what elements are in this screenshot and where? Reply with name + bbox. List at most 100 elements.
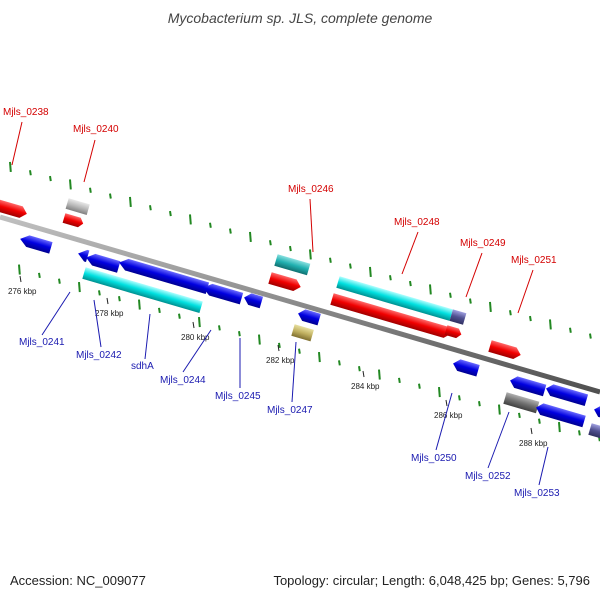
gene-feature-mjls-0240b[interactable] <box>62 213 85 228</box>
gene-label-mjls-0251[interactable]: Mjls_0251 <box>511 255 557 266</box>
scale-tick <box>277 344 280 352</box>
gene-feature-mjls-0248[interactable] <box>336 276 467 325</box>
scale-tick-label: 276 kbp <box>8 287 37 296</box>
scale-tick-label: 288 kbp <box>519 439 548 448</box>
label-leader-line <box>401 231 419 275</box>
scale-tick <box>530 427 533 435</box>
label-leader-line <box>11 121 23 166</box>
gc-dot <box>329 257 332 263</box>
gene-feature-mjls-0245[interactable] <box>242 292 264 309</box>
gc-dot <box>29 170 32 176</box>
gene-label-mjls-0247[interactable]: Mjls_0247 <box>267 405 313 416</box>
gc-dot <box>409 280 412 287</box>
label-leader-line <box>41 291 71 336</box>
gc-dot <box>129 196 132 207</box>
gene-label-mjls-0241[interactable]: Mjls_0241 <box>19 337 65 348</box>
gc-dot <box>478 401 481 407</box>
scale-tick <box>19 275 22 283</box>
gene-label-mjls-0242[interactable]: Mjls_0242 <box>76 350 122 361</box>
gene-label-mjls-0246[interactable]: Mjls_0246 <box>288 184 334 195</box>
scale-tick <box>192 321 195 329</box>
gc-dot <box>389 275 392 281</box>
gene-feature-mjls-0240[interactable] <box>65 198 90 215</box>
gene-label-mjls-0248[interactable]: Mjls_0248 <box>394 217 440 228</box>
gene-label-mjls-0244[interactable]: Mjls_0244 <box>160 375 206 386</box>
map-title: Mycobacterium sp. JLS, complete genome <box>167 10 433 26</box>
gene-feature-mjls-0253b[interactable] <box>544 383 589 406</box>
gene-feature-mjls-0254[interactable] <box>588 423 600 439</box>
gc-dot <box>298 348 301 354</box>
gene-label-mjls-0249[interactable]: Mjls_0249 <box>460 238 506 249</box>
gc-dot <box>498 404 501 415</box>
gc-dot <box>89 187 92 193</box>
gene-feature-mjls-0248b[interactable] <box>330 293 452 339</box>
gene-label-mjls-0240[interactable]: Mjls_0240 <box>73 124 119 135</box>
scale-tick <box>445 399 448 407</box>
gene-feature-mjls-0244[interactable] <box>201 282 244 305</box>
label-leader-line <box>465 252 483 298</box>
gene-feature-mjls-0250[interactable] <box>451 358 480 377</box>
gene-feature-mjls-0252b[interactable] <box>503 392 540 414</box>
gc-dot <box>418 383 421 389</box>
scale-tick-label: 282 kbp <box>266 356 295 365</box>
label-leader-line <box>93 299 102 348</box>
gene-label-mjls-0245[interactable]: Mjls_0245 <box>215 391 261 402</box>
gc-dot <box>38 272 41 279</box>
gene-feature-mjls-0241[interactable] <box>18 233 53 254</box>
gc-dot <box>178 313 181 319</box>
gene-feature-mjls-0249[interactable] <box>444 325 463 339</box>
label-leader-line <box>309 198 314 253</box>
accession-text: Accession: NC_009077 <box>10 573 146 588</box>
gene-feature-mjls-0242[interactable] <box>76 248 90 263</box>
gc-dot <box>158 307 161 314</box>
gene-label-mjls-0250[interactable]: Mjls_0250 <box>411 453 457 464</box>
gene-feature-mjls-0253[interactable] <box>534 402 586 428</box>
gene-feature-mjls-0242b[interactable] <box>84 252 121 273</box>
gc-dot <box>238 331 241 337</box>
gc-dot <box>349 263 352 269</box>
gene-label-sdha[interactable]: sdhA <box>131 361 154 372</box>
gc-dot <box>469 298 472 304</box>
gc-dot <box>18 264 21 275</box>
gc-dot <box>509 310 512 316</box>
gene-feature-mjls-0251[interactable] <box>488 340 522 360</box>
gene-label-mjls-0252[interactable]: Mjls_0252 <box>465 471 511 482</box>
label-leader-line <box>538 446 549 486</box>
scale-tick-label: 284 kbp <box>351 382 380 391</box>
label-leader-line <box>487 411 510 469</box>
gc-dot <box>378 369 381 380</box>
label-leader-line <box>435 392 453 451</box>
genome-summary-text: Topology: circular; Length: 6,048,425 bp… <box>273 573 590 588</box>
gc-dot <box>589 333 592 339</box>
gene-label-mjls-0238[interactable]: Mjls_0238 <box>3 107 49 118</box>
gc-dot <box>9 161 12 172</box>
gene-label-mjls-0253[interactable]: Mjls_0253 <box>514 488 560 499</box>
gc-dot <box>538 418 541 424</box>
gene-feature-mjls-0247[interactable] <box>296 308 321 326</box>
gene-feature-mjls-0246[interactable] <box>274 254 311 276</box>
gc-dot <box>449 292 452 298</box>
gene-feature-mjls-0246b[interactable] <box>268 272 302 292</box>
gene-feature-mjls-0247b[interactable] <box>291 324 314 342</box>
gc-dot <box>258 334 261 345</box>
gc-dot <box>358 366 361 372</box>
gc-dot <box>309 249 312 260</box>
gc-dot <box>398 377 401 384</box>
gc-dot <box>558 421 561 433</box>
gene-feature-sdha-b[interactable] <box>117 257 210 295</box>
gene-features <box>0 197 600 439</box>
gene-feature-mjls-0254b[interactable] <box>592 404 600 420</box>
gene-feature-mjls-0238[interactable] <box>0 197 29 219</box>
gene-feature-sdha[interactable] <box>82 267 203 314</box>
gc-dot <box>338 360 341 366</box>
gene-feature-mjls-0252[interactable] <box>508 375 547 397</box>
scale-tick <box>106 297 109 305</box>
scale-tick-label: 278 kbp <box>95 309 124 318</box>
gc-dot <box>518 412 521 419</box>
gc-dot <box>489 301 492 312</box>
label-leader-line <box>182 329 212 373</box>
scale-tick-label: 280 kbp <box>181 333 210 342</box>
gc-dot <box>198 316 201 328</box>
gc-dot <box>569 327 572 333</box>
